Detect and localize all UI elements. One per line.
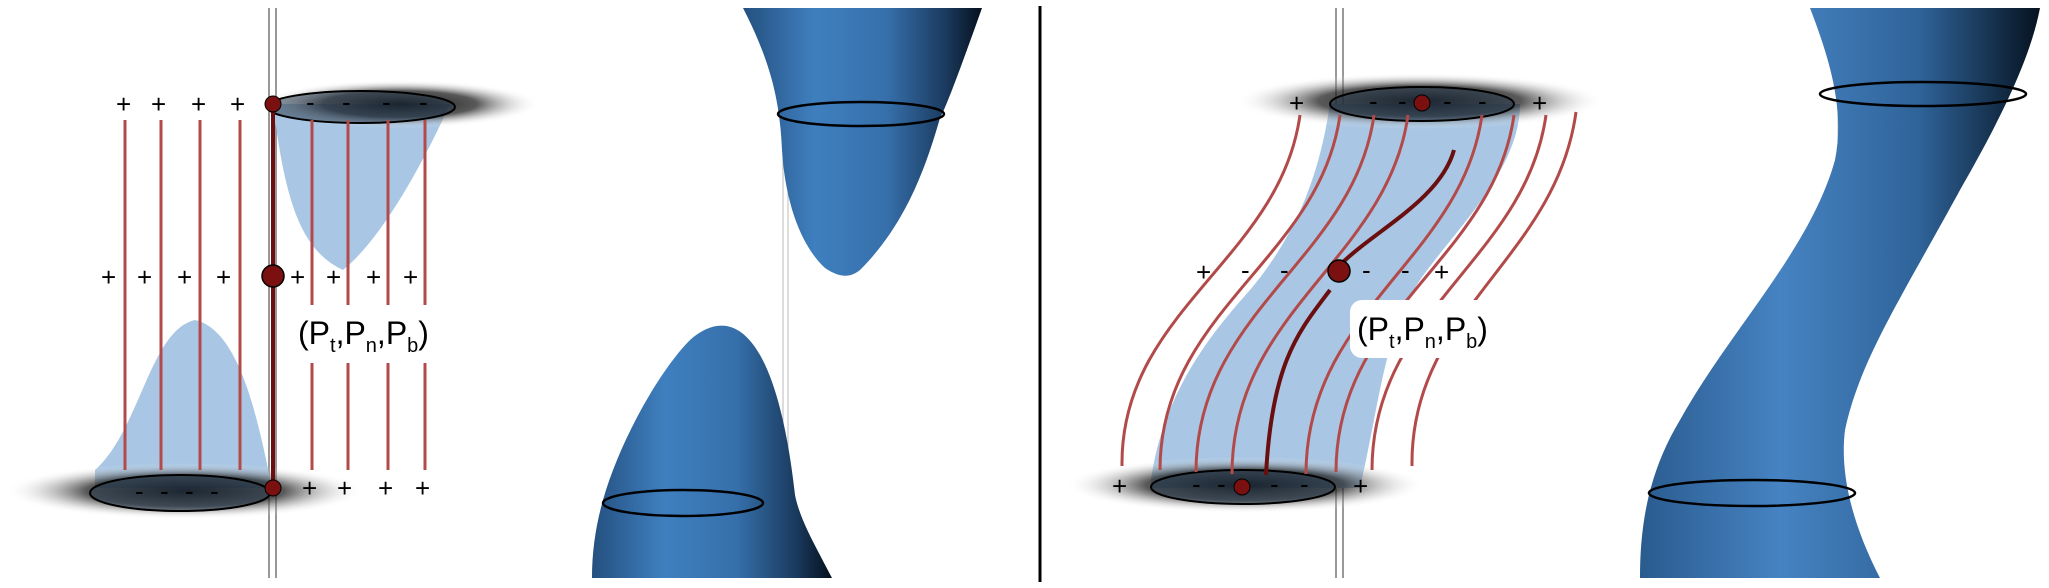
sign-label: + [151, 89, 166, 119]
critical-point-bottom [264, 479, 282, 497]
sign-label: - [419, 87, 428, 117]
sign-label: + [1434, 257, 1449, 287]
sign-label: + [1289, 88, 1304, 118]
frame-label: (Pt,Pn,Pb) [1357, 311, 1488, 353]
sign-label: + [137, 262, 152, 292]
sign-label: + [1353, 471, 1368, 501]
critical-point-top [264, 95, 282, 113]
field-line [1334, 114, 1516, 473]
top-sign-row: + + + + - - - - [116, 87, 428, 119]
sign-label: - [1478, 86, 1487, 116]
sign-label: + [191, 89, 206, 119]
right-surface-render [1640, 8, 2040, 578]
shaded-region [1150, 104, 1520, 488]
shaded-region-bottom [95, 320, 272, 488]
top-cone-ring [776, 100, 946, 128]
sign-label: - [342, 87, 351, 117]
sign-label: + [216, 262, 231, 292]
field-line [1158, 114, 1342, 471]
critical-point-top [1413, 94, 1431, 112]
sign-label: - [1398, 86, 1407, 116]
sign-label: - [1217, 469, 1226, 499]
frame-label: (Pt,Pn,Pb) [298, 315, 429, 357]
separatrix-line [1338, 149, 1456, 267]
field-lines [1120, 111, 1578, 475]
sign-label: - [1270, 469, 1279, 499]
field-line [1230, 114, 1410, 475]
sign-label: + [302, 473, 317, 503]
sign-label: - [1369, 86, 1378, 116]
sign-label: + [290, 262, 305, 292]
sign-label: + [1532, 88, 1547, 118]
sign-label: + [1196, 257, 1211, 287]
bottom-sign-row: - - - - + + + + [135, 473, 430, 506]
sign-label: - [1241, 255, 1250, 285]
sign-label: + [337, 473, 352, 503]
sign-label: + [326, 262, 341, 292]
top-sign-row: + - - - - + [1289, 86, 1547, 118]
tube-ring-bottom [1647, 478, 1857, 508]
bottom-disk [89, 474, 271, 512]
tube-ring-top [1818, 80, 2028, 108]
sign-label: - [135, 476, 144, 506]
sign-label: - [1362, 255, 1371, 285]
sign-label: + [101, 262, 116, 292]
field-line [1194, 114, 1376, 473]
sign-label: - [306, 87, 315, 117]
tube-surface [1640, 8, 2040, 578]
sign-label: - [1300, 469, 1309, 499]
sign-label: - [1280, 255, 1289, 285]
bottom-cone-surface [592, 325, 832, 578]
field-line [1120, 114, 1302, 467]
sign-label: + [378, 473, 393, 503]
critical-point-middle [1327, 259, 1351, 283]
middle-sign-row: + + + + + + + + [101, 262, 418, 292]
field-line [1370, 114, 1548, 471]
label-background [292, 305, 440, 363]
field-line [1304, 114, 1484, 475]
label-background [1350, 300, 1500, 358]
sign-label: - [1401, 255, 1410, 285]
left-field-diagram: + + + + - - - - + + + + + + + + - - - - … [5, 8, 540, 578]
right-field-diagram: + - - - - + + - - - - + + - - - - + (Pt,… [1065, 8, 1605, 578]
sign-label: + [403, 262, 418, 292]
sign-label: - [160, 476, 169, 506]
shaded-region-top [273, 104, 450, 270]
sign-label: + [415, 473, 430, 503]
sign-label: + [230, 89, 245, 119]
separatrix-lines [1264, 149, 1456, 476]
bottom-sign-row: + - - - - + [1112, 469, 1368, 501]
field-lines [123, 120, 427, 470]
sign-label: - [1192, 469, 1201, 499]
sign-label: - [185, 476, 194, 506]
sign-label: + [177, 262, 192, 292]
field-line [1410, 111, 1578, 467]
bottom-cone-ring [601, 488, 765, 518]
sign-label: - [382, 87, 391, 117]
sign-label: + [366, 262, 381, 292]
critical-point-bottom [1233, 478, 1251, 496]
sign-label: + [1112, 471, 1127, 501]
sign-label: - [210, 476, 219, 506]
middle-sign-row: + - - - - + [1196, 255, 1449, 287]
critical-point-middle [261, 264, 285, 288]
sign-label: - [1443, 86, 1452, 116]
separatrix-line [1264, 288, 1332, 476]
sign-label: + [116, 89, 131, 119]
top-cone-surface [743, 8, 982, 276]
left-surface-render [592, 8, 982, 578]
